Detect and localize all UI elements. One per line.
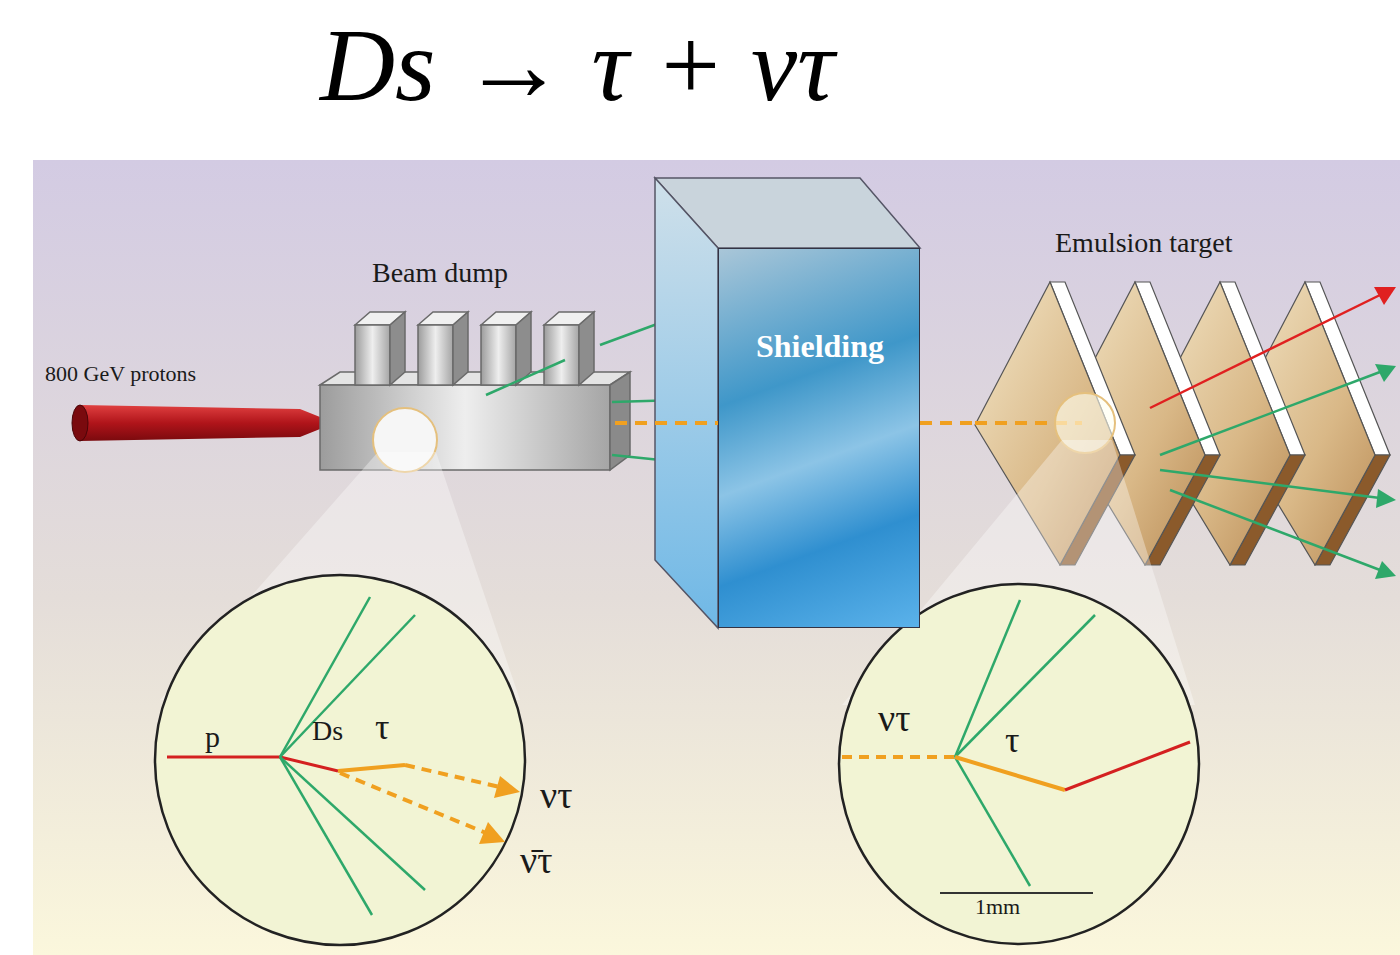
node-text: Ds bbox=[312, 716, 343, 747]
interaction-zoom: ντ τ 1mm bbox=[838, 583, 1200, 945]
title: Ds → τ + ντ bbox=[320, 8, 834, 122]
proton-beam bbox=[80, 405, 335, 441]
arrowhead bbox=[494, 776, 520, 798]
node-text: τ bbox=[1005, 721, 1019, 761]
background-panel bbox=[33, 160, 1400, 955]
beam-dump: Beam dump bbox=[320, 250, 615, 475]
secondary-tracks bbox=[486, 320, 680, 462]
beam-dump-block bbox=[320, 372, 630, 470]
arrowhead bbox=[479, 822, 505, 844]
interaction-tracks bbox=[842, 600, 1190, 886]
shielding-block: Shielding bbox=[718, 248, 920, 628]
node-text: Emulsion target bbox=[1055, 228, 1233, 259]
node-text: ντ bbox=[540, 775, 572, 817]
shielding-side bbox=[655, 178, 718, 628]
zoom-circle bbox=[155, 575, 525, 945]
node-text: τ bbox=[375, 708, 389, 748]
beam-label: 800 GeV protons bbox=[45, 362, 196, 386]
scale-bar bbox=[940, 892, 1093, 894]
neutrino-beam bbox=[920, 423, 975, 424]
neutrino-beam bbox=[615, 423, 718, 424]
node-text: 1mm bbox=[975, 895, 1020, 919]
emulsion-target: Emulsion target bbox=[975, 222, 1400, 570]
node-text: Beam dump bbox=[372, 258, 508, 289]
node-text: p bbox=[205, 720, 220, 753]
zoom-circle bbox=[839, 584, 1199, 944]
production-tracks bbox=[167, 597, 500, 915]
target-tracks bbox=[1150, 287, 1396, 579]
beam-pipe-end bbox=[72, 405, 88, 441]
node-text: ντ bbox=[878, 698, 910, 740]
production-zoom: pDsτντν̄τ bbox=[155, 575, 525, 945]
beam-dump-fins bbox=[355, 312, 594, 385]
node-text: ν̄τ bbox=[520, 840, 552, 882]
node-text: Shielding bbox=[756, 329, 884, 364]
